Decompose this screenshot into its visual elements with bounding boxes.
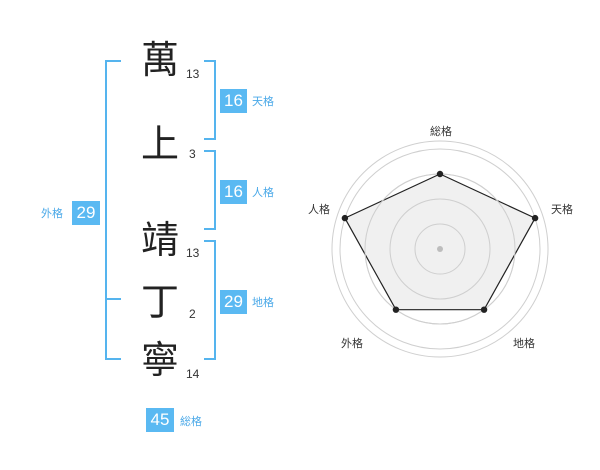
radar-point-2 bbox=[480, 306, 488, 313]
radar-inner-ring-1 bbox=[414, 223, 466, 275]
radar-inner-ring-2 bbox=[389, 198, 491, 300]
radar-label-gaikaku: 外格 bbox=[341, 337, 363, 350]
radar-area bbox=[344, 173, 536, 311]
gaikaku-value: 29 bbox=[72, 201, 100, 225]
radar-center-dot bbox=[437, 246, 443, 252]
radar-point-4 bbox=[341, 214, 349, 222]
tenkaku-value: 16 bbox=[220, 89, 247, 113]
name-char-1: 萬 bbox=[140, 38, 179, 82]
name-char-4: 丁 bbox=[140, 280, 179, 324]
stroke-count-5: 14 bbox=[186, 367, 200, 381]
radar-ring-1 bbox=[339, 148, 541, 350]
name-char-2: 上 bbox=[140, 122, 179, 166]
chikaku-value: 29 bbox=[220, 290, 247, 314]
tenkaku-label: 天格 bbox=[252, 95, 274, 108]
stroke-count-2: 3 bbox=[189, 147, 196, 161]
chikaku-label: 地格 bbox=[252, 296, 274, 309]
radar-point-1 bbox=[531, 214, 539, 222]
radar-point-0 bbox=[436, 170, 444, 178]
jinkaku-value: 16 bbox=[220, 180, 247, 204]
radar-label-soukaku: 総格 bbox=[430, 125, 452, 138]
stroke-count-4: 2 bbox=[189, 307, 196, 321]
radar-label-chikaku: 地格 bbox=[513, 337, 535, 350]
stroke-count-1: 13 bbox=[186, 67, 200, 81]
jinkaku-label: 人格 bbox=[252, 186, 274, 199]
name-char-5: 寧 bbox=[140, 338, 179, 382]
radar-label-jinkaku: 人格 bbox=[308, 203, 330, 216]
stroke-count-3: 13 bbox=[186, 246, 200, 260]
name-char-3: 靖 bbox=[140, 218, 179, 262]
soukaku-value: 45 bbox=[146, 408, 174, 432]
radar-point-3 bbox=[392, 306, 400, 313]
soukaku-label: 総格 bbox=[180, 415, 202, 428]
gaikaku-label: 外格 bbox=[41, 207, 63, 220]
radar-label-tenkaku: 天格 bbox=[551, 203, 573, 216]
radar-ring-0 bbox=[331, 140, 549, 358]
